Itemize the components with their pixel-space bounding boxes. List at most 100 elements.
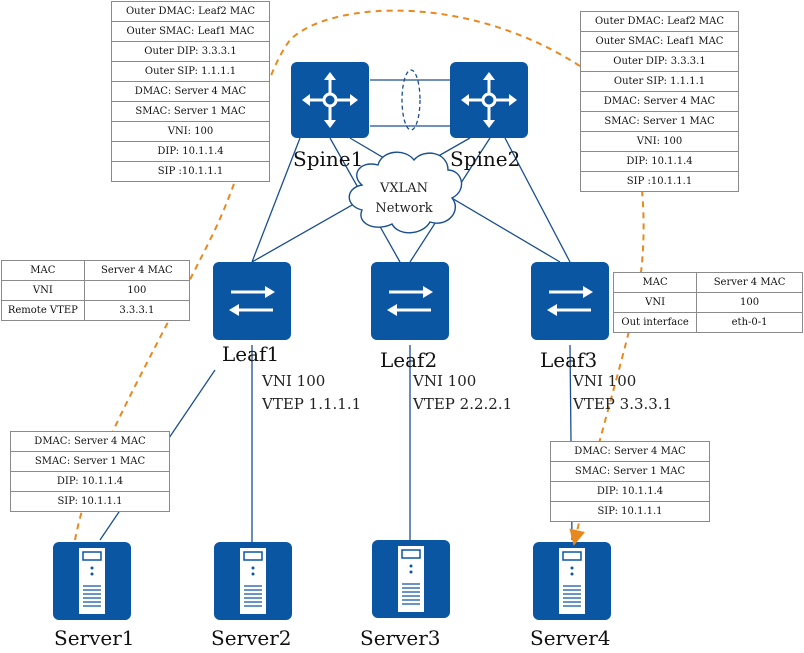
table-value-cell: 3.3.3.1: [83, 300, 191, 321]
table-key-cell: VNI: [1, 280, 85, 301]
table-key-cell: VNI: [612, 292, 698, 313]
table-cell: SIP :10.1.1.1: [580, 171, 739, 192]
table-row: SMAC: Server 1 MAC: [10, 451, 170, 472]
table-row: DMAC: Server 4 MAC: [580, 91, 739, 112]
lag-ellipse: [401, 69, 421, 131]
table-row: DIP: 10.1.1.4: [10, 471, 170, 492]
table-row: SIP :10.1.1.1: [580, 171, 739, 192]
table-cell: Outer DMAC: Leaf2 MAC: [580, 11, 739, 32]
table-cell: SMAC: Server 1 MAC: [10, 451, 170, 472]
table-cell: DMAC: Server 4 MAC: [10, 431, 170, 452]
table-cell: Outer DIP: 3.3.3.1: [580, 51, 739, 72]
table-cell: DMAC: Server 4 MAC: [550, 441, 710, 462]
table-value-cell: 100: [696, 292, 803, 313]
table-row: Outer DIP: 3.3.3.1: [111, 41, 270, 62]
leaf3-switch-icon: [531, 262, 609, 340]
leaf2-label: Leaf2: [380, 348, 438, 372]
leaf1-vni: VNI 100: [262, 372, 326, 390]
server1-icon: [53, 542, 131, 620]
table-row: SIP: 10.1.1.1: [10, 491, 170, 512]
table-cell: SIP :10.1.1.1: [111, 161, 270, 182]
leaf1-vtep: VTEP 1.1.1.1: [262, 395, 362, 413]
table-row: SIP :10.1.1.1: [111, 161, 270, 182]
table-cell: SMAC: Server 1 MAC: [111, 101, 270, 122]
table-key-cell: Out interface: [612, 312, 698, 333]
server2-label: Server2: [211, 626, 292, 650]
leaf2-vni: VNI 100: [413, 372, 477, 390]
vxlan-cloud: VXLAN Network: [348, 151, 463, 234]
server3-label: Server3: [360, 626, 441, 650]
table-cell: DMAC: Server 4 MAC: [111, 81, 270, 102]
spine2-label: Spine2: [450, 147, 521, 171]
server4-icon: [533, 542, 611, 620]
table-row: Outer SIP: 1.1.1.1: [580, 71, 739, 92]
table-row: DMAC: Server 4 MAC: [111, 81, 270, 102]
leaf2-vtep: VTEP 2.2.2.1: [413, 395, 513, 413]
table-row: Outer DIP: 3.3.3.1: [580, 51, 739, 72]
table-value-cell: 100: [83, 280, 191, 301]
table-row: VNI: 100: [111, 121, 270, 142]
table-row: DMAC: Server 4 MAC: [550, 441, 710, 462]
server3-icon: [372, 540, 450, 618]
table-cell: DMAC: Server 4 MAC: [580, 91, 739, 112]
leaf2-info: VNI 100 VTEP 2.2.2.1: [413, 370, 512, 416]
table-cell: VNI: 100: [580, 131, 739, 152]
table-row: Outer SMAC: Leaf1 MAC: [111, 21, 270, 42]
table-value-cell: Server 4 MAC: [83, 260, 191, 281]
leaf3-info: VNI 100 VTEP 3.3.3.1: [573, 370, 672, 416]
table-row: Outer SIP: 1.1.1.1: [111, 61, 270, 82]
table-row: DIP: 10.1.1.4: [550, 481, 710, 502]
table-row: Outer DMAC: Leaf2 MAC: [580, 11, 739, 32]
leaf1-label: Leaf1: [222, 342, 280, 366]
table-cell: DIP: 10.1.1.4: [10, 471, 170, 492]
leaf3-label: Leaf3: [540, 348, 598, 372]
leaf3-vtep: VTEP 3.3.3.1: [573, 395, 673, 413]
table-cell: VNI: 100: [111, 121, 270, 142]
leaf1-info: VNI 100 VTEP 1.1.1.1: [262, 370, 361, 416]
table-row: VNI: 100: [580, 131, 739, 152]
spine1-router-icon: [291, 62, 369, 138]
table-cell: SMAC: Server 1 MAC: [550, 461, 710, 482]
table-cell: DIP: 10.1.1.4: [580, 151, 739, 172]
table-cell: Outer DMAC: Leaf2 MAC: [111, 1, 270, 22]
table-cell: Outer SMAC: Leaf1 MAC: [580, 31, 739, 52]
leaf2-switch-icon: [371, 262, 449, 340]
table-cell: DIP: 10.1.1.4: [111, 141, 270, 162]
table-key-cell: MAC: [612, 272, 698, 293]
table-row: SMAC: Server 1 MAC: [111, 101, 270, 122]
cloud-label-line1: VXLAN: [379, 181, 428, 196]
leaf3-vni: VNI 100: [573, 372, 637, 390]
leaf1-switch-icon: [213, 262, 291, 340]
table-row: SMAC: Server 1 MAC: [580, 111, 739, 132]
server2-icon: [214, 542, 292, 620]
spine2-router-icon: [450, 62, 528, 138]
spine1-label: Spine1: [293, 147, 364, 171]
table-cell: Outer SIP: 1.1.1.1: [111, 61, 270, 82]
table-key-cell: Remote VTEP: [1, 300, 85, 321]
table-cell: SMAC: Server 1 MAC: [580, 111, 739, 132]
table-row: DMAC: Server 4 MAC: [10, 431, 170, 452]
table-row: DIP: 10.1.1.4: [580, 151, 739, 172]
table-row: DIP: 10.1.1.4: [111, 141, 270, 162]
table-cell: Outer SMAC: Leaf1 MAC: [111, 21, 270, 42]
table-cell: Outer DIP: 3.3.3.1: [111, 41, 270, 62]
table-row: SIP: 10.1.1.1: [550, 501, 710, 522]
table-key-cell: MAC: [1, 260, 85, 281]
table-value-cell: eth-0-1: [696, 312, 803, 333]
cloud-label-line2: Network: [375, 201, 432, 216]
server4-label: Server4: [530, 626, 611, 650]
table-cell: Outer SIP: 1.1.1.1: [580, 71, 739, 92]
